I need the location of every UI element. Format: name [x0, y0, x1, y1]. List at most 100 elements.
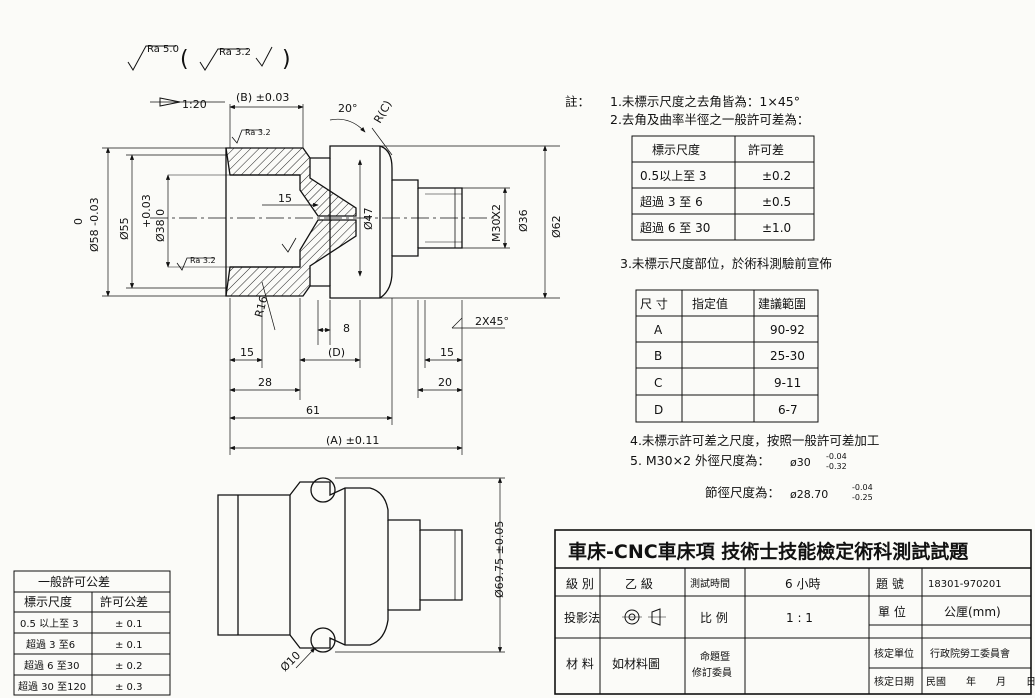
- check-unit-label: 核定單位: [874, 647, 914, 660]
- dim-d10: Ø10: [278, 649, 303, 674]
- surface-finish-ra-5: Ra 5.0: [147, 44, 179, 55]
- note-3: 3.未標示尺度部位，於術科測驗前宣佈: [620, 256, 832, 271]
- check-unit-value: 行政院勞工委員會: [930, 647, 1010, 660]
- check-date-label: 核定日期: [874, 675, 914, 688]
- surface-finish-icon: [127, 45, 176, 71]
- ra-upper: Ra 3.2: [245, 128, 271, 137]
- surface-finish-icon: [231, 129, 262, 144]
- note-4: 4.未標示許可差之尺度，按照一般許可差加工: [630, 433, 879, 448]
- dim-angle: 20°: [338, 102, 358, 115]
- size-row-range: 25-30: [770, 349, 805, 363]
- size-row-letter: A: [654, 323, 663, 337]
- projection-symbol-icon: [622, 608, 666, 626]
- tolerance-table: 標示尺度 許可差 0.5以上至 3 ±0.2 超過 3 至 6 ±0.5 超過 …: [631, 135, 815, 241]
- material-label: 材 料: [566, 657, 594, 671]
- general-header-tol: 許可公差: [100, 595, 148, 609]
- dim-chamfer: 2X45°: [475, 315, 509, 328]
- size-row-letter: D: [654, 403, 663, 417]
- general-row-size: 超過 3 至6: [26, 638, 75, 651]
- dim-d58-top: 0: [72, 218, 85, 225]
- size-row-range: 9-11: [774, 376, 801, 390]
- check-date-value: 民國 年 月 日: [926, 675, 1035, 688]
- surface-finish-ra-32: Ra 3.2: [219, 47, 251, 58]
- grade-value: 乙 級: [625, 577, 653, 591]
- pitch-lower: -0.25: [852, 493, 873, 502]
- section-hatch-upper: [225, 147, 357, 217]
- dim-d38-top: +0.03: [140, 194, 153, 228]
- surface-finish-icon: [176, 257, 215, 271]
- size-row-range: 6-7: [778, 403, 798, 417]
- note-5-upper: -0.04: [826, 452, 847, 461]
- general-row-size: 超過 6 至30: [24, 659, 79, 672]
- tol-row-size: 超過 3 至 6: [640, 194, 703, 209]
- tol-row-tol: ±0.2: [762, 169, 791, 183]
- dim-61: 61: [306, 404, 320, 417]
- size-header-range: 建議範圍: [758, 296, 806, 311]
- note-5-value: ø30: [790, 456, 811, 469]
- note-5-lower: -0.32: [826, 462, 847, 471]
- surface-finish-symbols: Ra 5.0 ( Ra 3.2 ): [127, 44, 291, 72]
- tol-row-tol: ±0.5: [762, 195, 791, 209]
- dim-d36: Ø36: [517, 209, 530, 232]
- dim-28: 28: [258, 376, 272, 389]
- surface-finish-icon: [199, 48, 248, 71]
- note-1: 1.未標示尺度之去角皆為：1×45°: [610, 94, 800, 109]
- note-2: 2.去角及曲率半徑之一般許可差為：: [610, 112, 809, 127]
- dim-d62: Ø62: [550, 215, 563, 238]
- dim-d58: Ø58 -0.03: [88, 197, 101, 252]
- time-label: 測試時間: [690, 577, 730, 590]
- surface-finish-check-icon: [281, 237, 297, 253]
- pitch-upper: -0.04: [852, 483, 873, 492]
- surface-finish-check-icon: [255, 46, 273, 67]
- pitch-value: ø28.70: [790, 488, 828, 501]
- notes: 註： 1.未標示尺度之去角皆為：1×45° 2.去角及曲率半徑之一般許可差為： …: [565, 94, 879, 502]
- notes-label: 註：: [565, 94, 590, 109]
- title-block: 車床-CNC車床項 技術士技能檢定術科測試試題 級 別 乙 級 測試時間 6 小…: [554, 529, 1035, 695]
- dim-d55: Ø55: [118, 217, 131, 240]
- projection-label: 投影法: [564, 610, 600, 625]
- paren-close: ): [282, 47, 291, 72]
- note-5: 5. M30×2 外徑尺度為：: [630, 453, 770, 468]
- tol-row-size: 0.5以上至 3: [640, 169, 707, 183]
- general-row-tol: ± 0.1: [115, 619, 142, 630]
- dim-m30: M30X2: [490, 204, 503, 242]
- unit-value: 公厘(mm): [944, 605, 1001, 619]
- dim-rc: R(C): [371, 98, 394, 125]
- size-row-range: 90-92: [770, 323, 805, 337]
- size-row-letter: B: [654, 349, 662, 363]
- pitch-label: 節徑尺度為：: [705, 485, 780, 500]
- dim-15-right: 15: [440, 346, 454, 359]
- general-row-tol: ± 0.2: [115, 661, 142, 672]
- gauge-ball-top: [310, 477, 336, 503]
- unit-label: 單 位: [878, 604, 906, 619]
- tol-row-tol: ±1.0: [762, 221, 791, 235]
- general-title: 一般許可公差: [38, 574, 110, 589]
- paren-open: (: [180, 47, 189, 72]
- dim-d: (D): [328, 346, 345, 359]
- committee-label-2: 修訂委員: [692, 666, 732, 679]
- dim-d38: Ø38 0: [154, 209, 167, 242]
- section-view: [150, 145, 500, 299]
- general-row-size: 超過 30 至120: [18, 680, 86, 693]
- time-value: 6 小時: [785, 577, 820, 591]
- tol-header-tol: 許可差: [748, 143, 784, 157]
- size-header-dim: 尺 寸: [640, 297, 668, 311]
- general-header-size: 標示尺度: [24, 594, 72, 609]
- section-hatch-lower: [225, 219, 357, 297]
- dim-a: (A) ±0.11: [326, 434, 379, 447]
- gauge-ball-bottom: [310, 627, 336, 653]
- general-row-size: 0.5 以上至 3: [20, 618, 79, 630]
- tol-header-size: 標示尺度: [652, 142, 700, 157]
- exterior-profile: [217, 481, 463, 649]
- dim-r16: R16: [252, 295, 270, 319]
- grade-label: 級 別: [566, 577, 594, 591]
- size-header-spec: 指定值: [692, 296, 728, 311]
- dim-taper: 1:20: [182, 98, 207, 111]
- dim-d6975: Ø69.75 ±0.05: [493, 521, 506, 598]
- general-tolerance-table: 一般許可公差 標示尺度 許可公差 0.5 以上至 3 ± 0.1 超過 3 至6…: [13, 570, 171, 696]
- question-no-label: 題 號: [876, 577, 904, 591]
- dim-bore-depth: 15: [278, 192, 292, 205]
- scale-label: 比 例: [700, 611, 728, 625]
- exterior-dims: [295, 477, 505, 669]
